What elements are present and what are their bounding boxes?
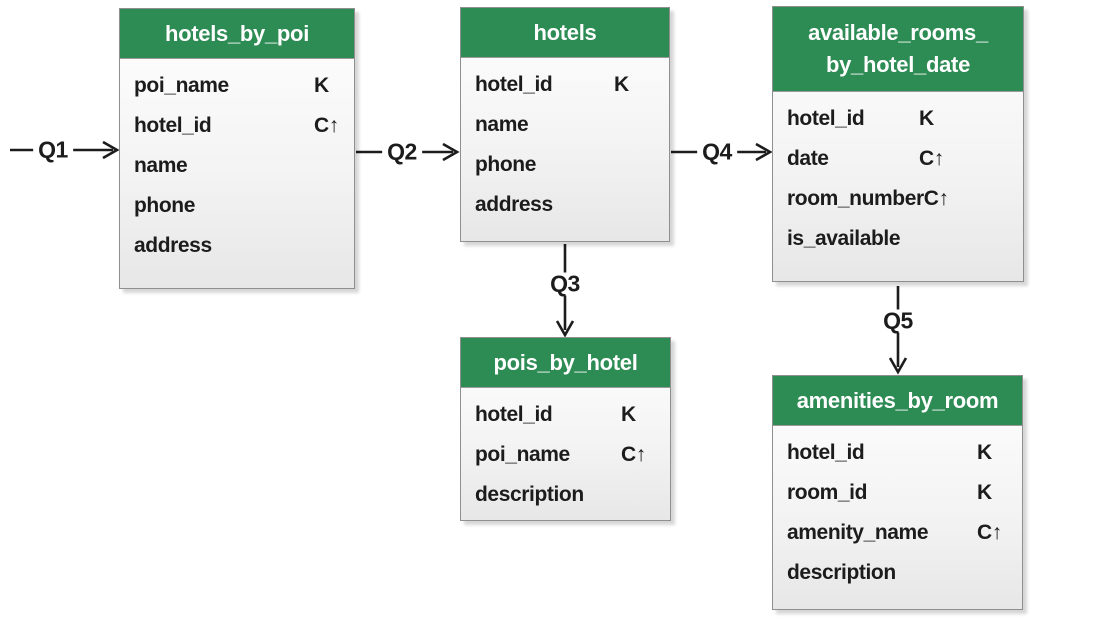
table-available-rooms-by-hotel-date: available_rooms_ by_hotel_date hotel_id …: [772, 6, 1024, 282]
key-symbol: K: [919, 107, 934, 130]
column-name: is_available: [787, 227, 901, 250]
column-name: hotel_id: [475, 73, 553, 96]
table-title-line2: by_hotel_date: [825, 52, 971, 77]
column-name: phone: [475, 153, 536, 176]
table-body: hotel_id K poi_name C↑ description: [461, 388, 670, 515]
key-symbol: C↑: [919, 147, 944, 170]
table-body: poi_name K hotel_id C↑ name phone addres…: [120, 59, 354, 266]
table-row: date C↑: [773, 139, 1023, 179]
key-symbol: C↑: [314, 114, 339, 137]
table-title-available-rooms-by-hotel-date: available_rooms_ by_hotel_date: [773, 7, 1023, 92]
table-row: poi_name K: [120, 66, 354, 106]
table-title-hotels-by-poi: hotels_by_poi: [120, 9, 354, 59]
column-name: room_id: [787, 481, 868, 504]
table-row: hotel_id K: [461, 65, 669, 105]
key-symbol: K: [614, 73, 629, 96]
key-symbol: K: [977, 481, 992, 504]
arrowhead-q2: [442, 142, 460, 162]
column-name: date: [787, 147, 829, 170]
query-label-q5: Q5: [878, 309, 918, 333]
column-name: hotel_id: [787, 441, 865, 464]
column-name: address: [134, 234, 212, 257]
key-symbol: C↑: [923, 187, 949, 210]
table-body: hotel_id K room_id K amenity_name C↑ des…: [773, 426, 1022, 593]
table-row: room_id K: [773, 473, 1022, 513]
column-name: address: [475, 193, 553, 216]
table-row: hotel_id C↑: [120, 106, 354, 146]
table-body: hotel_id K date C↑ room_number C↑ is_ava…: [773, 92, 1023, 259]
table-row: name: [120, 146, 354, 186]
column-name: poi_name: [134, 74, 229, 97]
query-label-q2: Q2: [382, 140, 422, 164]
query-label-q1: Q1: [33, 138, 73, 162]
table-hotels-by-poi: hotels_by_poi poi_name K hotel_id C↑ nam…: [119, 8, 355, 289]
table-row: is_available: [773, 219, 1023, 259]
table-row: phone: [461, 145, 669, 185]
table-row: poi_name C↑: [461, 435, 670, 475]
arrowhead-q3: [555, 320, 575, 338]
table-row: address: [461, 185, 669, 225]
table-row: phone: [120, 186, 354, 226]
arrowhead-q1: [102, 140, 120, 160]
table-pois-by-hotel: pois_by_hotel hotel_id K poi_name C↑ des…: [460, 337, 671, 521]
arrowhead-q4: [755, 142, 773, 162]
table-row: hotel_id K: [773, 99, 1023, 139]
table-row: description: [773, 553, 1022, 593]
column-name: description: [475, 483, 584, 506]
table-row: room_number C↑: [773, 179, 1023, 219]
arrowhead-q5: [888, 357, 908, 375]
column-name: name: [134, 154, 188, 177]
column-name: hotel_id: [134, 114, 212, 137]
column-name: hotel_id: [475, 403, 553, 426]
key-symbol: C↑: [977, 521, 1002, 544]
table-title-line1: available_rooms_: [808, 20, 988, 45]
column-name: name: [475, 113, 529, 136]
column-name: amenity_name: [787, 521, 929, 544]
table-title-amenities-by-room: amenities_by_room: [773, 376, 1022, 426]
key-symbol: K: [977, 441, 992, 464]
table-row: name: [461, 105, 669, 145]
table-row: description: [461, 475, 670, 515]
table-amenities-by-room: amenities_by_room hotel_id K room_id K a…: [772, 375, 1023, 610]
column-name: poi_name: [475, 443, 570, 466]
table-row: address: [120, 226, 354, 266]
table-row: hotel_id K: [461, 395, 670, 435]
query-label-q3: Q3: [545, 272, 585, 296]
column-name: description: [787, 561, 896, 584]
key-symbol: C↑: [621, 443, 646, 466]
table-row: amenity_name C↑: [773, 513, 1022, 553]
column-name: room_number: [787, 187, 924, 210]
table-title-pois-by-hotel: pois_by_hotel: [461, 338, 670, 388]
key-symbol: K: [314, 74, 329, 97]
table-hotels: hotels hotel_id K name phone address: [460, 7, 670, 242]
table-title-hotels: hotels: [461, 8, 669, 58]
key-symbol: K: [621, 403, 636, 426]
query-label-q4: Q4: [697, 140, 737, 164]
table-row: hotel_id K: [773, 433, 1022, 473]
column-name: phone: [134, 194, 195, 217]
table-body: hotel_id K name phone address: [461, 58, 669, 225]
column-name: hotel_id: [787, 107, 865, 130]
